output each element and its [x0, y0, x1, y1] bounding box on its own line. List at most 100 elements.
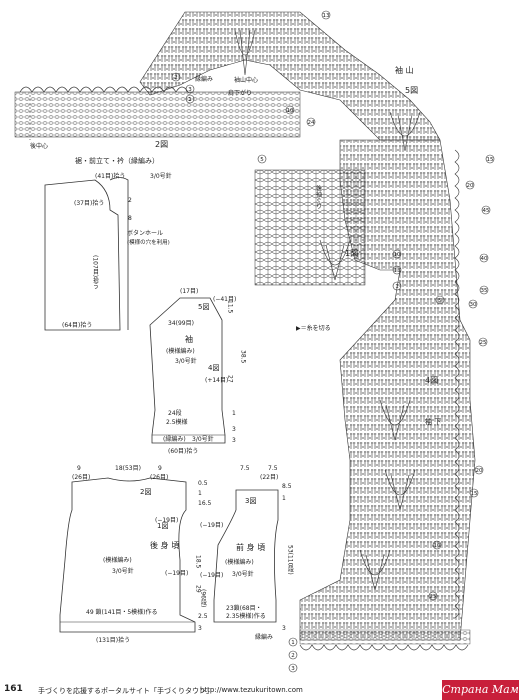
- label-yarn-cut: ▶＝糸を切る: [296, 324, 331, 332]
- sleeve-h27: 27: [227, 375, 234, 383]
- label-shoulder-drop: 肩下がり: [228, 89, 252, 97]
- page-number: 161: [4, 684, 23, 694]
- row-marker: 5: [438, 298, 442, 304]
- front-rows23: 23鎖(68目・: [226, 604, 262, 612]
- sleeve-rows24: 24段: [168, 409, 182, 417]
- row-marker: 13: [323, 13, 330, 19]
- front-w75: 7.5: [240, 465, 250, 472]
- row-marker: 10: [434, 543, 441, 549]
- front-rows23b: 2.35模様)作る: [226, 612, 266, 620]
- back-h29: 29: [195, 585, 202, 593]
- pickup-side: (37目)拾う: [74, 199, 104, 207]
- label-sleeve-cap-center: 袖山中心: [234, 76, 258, 84]
- row-marker: 30: [470, 302, 477, 308]
- front-body-outline: [213, 489, 279, 623]
- collar-outline: [109, 177, 129, 330]
- label-fig2: 2図: [155, 140, 168, 149]
- right-labels: 1図 4図 袖 下 ▶＝糸を切る 縁編み 後袖ぐり: [255, 184, 441, 641]
- sleeve-h3b: 3: [232, 437, 236, 444]
- edge-scallops: [19, 86, 189, 93]
- crochet-chart: 13 2 3 1 24 10 袖 山 5図 袖山中心 肩下がり 縁編み 後中心 …: [14, 10, 495, 673]
- back-h185: 18.5: [195, 555, 202, 569]
- front-r19b: (−19目): [200, 572, 223, 579]
- row-marker: 1: [291, 640, 295, 646]
- front-h3: 3: [282, 625, 286, 632]
- sleeve-body-stitches: [299, 139, 476, 641]
- row-marker: 10: [394, 252, 401, 258]
- side-scallops: [454, 149, 460, 619]
- front-pattern: (模様編み): [225, 558, 254, 566]
- back-h25: 2.5: [198, 613, 208, 620]
- row-marker: 1: [395, 284, 399, 290]
- row-marker: 2: [291, 653, 295, 659]
- sleeve-cap-stitches: [139, 11, 441, 141]
- back-h3: 3: [198, 625, 202, 632]
- sleeve-edge: (縁編み): [163, 435, 186, 443]
- back-w9b: 9: [158, 465, 162, 472]
- row-marker: 3: [188, 87, 192, 93]
- front-r19: (−19目): [200, 522, 223, 529]
- sleeve-fig5: 5図: [198, 303, 209, 311]
- front-band-title: 裾・前立て・衿（縁編み）: [75, 156, 159, 165]
- front-h85: 8.5: [282, 483, 292, 490]
- sleeve-h115: 11.5: [227, 300, 234, 314]
- back-bottom: 49 鎖(141目・5模様)作る: [86, 608, 158, 616]
- back-body-outline: [59, 477, 196, 633]
- edge-band-rows: [14, 91, 301, 138]
- row-marker: 15: [487, 157, 494, 163]
- sleeve-width: 34(99目): [168, 320, 194, 327]
- back-h53: 53(110段): [287, 545, 294, 575]
- row-marker: 20: [467, 183, 474, 189]
- row-marker: 45: [483, 208, 490, 214]
- row-marker: 25: [480, 340, 487, 346]
- footer-url[interactable]: http://www.tezukuritown.com: [200, 686, 303, 694]
- sleeve-hook: 3/0号針: [175, 357, 197, 365]
- sleeve-h3: 3: [232, 426, 236, 433]
- sleeve-top-count: (17目): [180, 288, 198, 295]
- right-row-markers: 15 20 45 40 35 30 25 5 5 13 10 1 20 15 1…: [257, 154, 495, 673]
- back-w9: 9: [77, 465, 81, 472]
- row-marker: 13: [394, 268, 401, 274]
- sleeve-bottom: (60目)拾う: [168, 447, 198, 455]
- label-fig4: 4図: [425, 376, 438, 385]
- row-marker: 1: [188, 97, 192, 103]
- armhole-stitches: [254, 169, 366, 286]
- label-edge-knit: 縁編み: [195, 75, 213, 83]
- row-marker: 20: [476, 468, 483, 474]
- back-pattern: (模様編み): [103, 556, 132, 564]
- pickup-long: (107目)拾う: [92, 255, 99, 289]
- pickup-top: (41目)拾う: [95, 172, 125, 180]
- row-marker: 25: [430, 594, 437, 600]
- sleeve-r14: (+14目): [205, 377, 228, 384]
- label-sleeve-under: 袖 下: [425, 417, 441, 426]
- front-title: 前 身 頃: [236, 542, 265, 552]
- row-marker: 40: [481, 256, 488, 262]
- label-back-center: 後中心: [30, 142, 48, 150]
- row-marker: 5: [260, 157, 264, 163]
- sleeve-edge-hook: 3/0号針: [192, 435, 214, 443]
- back-h165: 16.5: [198, 500, 212, 507]
- row-marker: 24: [308, 120, 315, 126]
- top-labels: 袖 山 5図 袖山中心 肩下がり 縁編み 後中心 2図: [30, 65, 418, 150]
- back-title: 後 身 頃: [150, 540, 179, 550]
- front-h1: 1: [282, 495, 286, 502]
- front-w75b: 7.5: [268, 465, 278, 472]
- row-number-markers: 13 2 3 1 24 10: [171, 10, 331, 127]
- back-r19: (−19目): [155, 517, 178, 524]
- watermark: Страна Мам: [442, 680, 519, 700]
- buttonhole-note: (模様の穴を利用): [127, 238, 170, 246]
- sleeve-h385: 38.5: [240, 350, 247, 364]
- label-fig1: 1図: [345, 249, 358, 258]
- back-r19b: (−19目): [165, 570, 188, 577]
- buttonhole-label: ボタンホール: [127, 229, 163, 237]
- front-body-schematic: 7.5 7.5 (22目) 3図 (−19目) 前 身 頃 (模様編み) 3/0…: [200, 465, 292, 632]
- front-d22: (22目): [260, 474, 278, 481]
- sleeve-fig4: 4図: [208, 364, 219, 372]
- label-edge-knit-bottom: 縁編み: [255, 633, 273, 641]
- label-sleeve-cap: 袖 山: [395, 65, 414, 75]
- sleeve-h1: 1: [232, 410, 236, 417]
- back-hook: 3/0号針: [112, 567, 134, 575]
- hook-size: 3/0号針: [150, 172, 172, 180]
- chart-right-body: [254, 139, 476, 651]
